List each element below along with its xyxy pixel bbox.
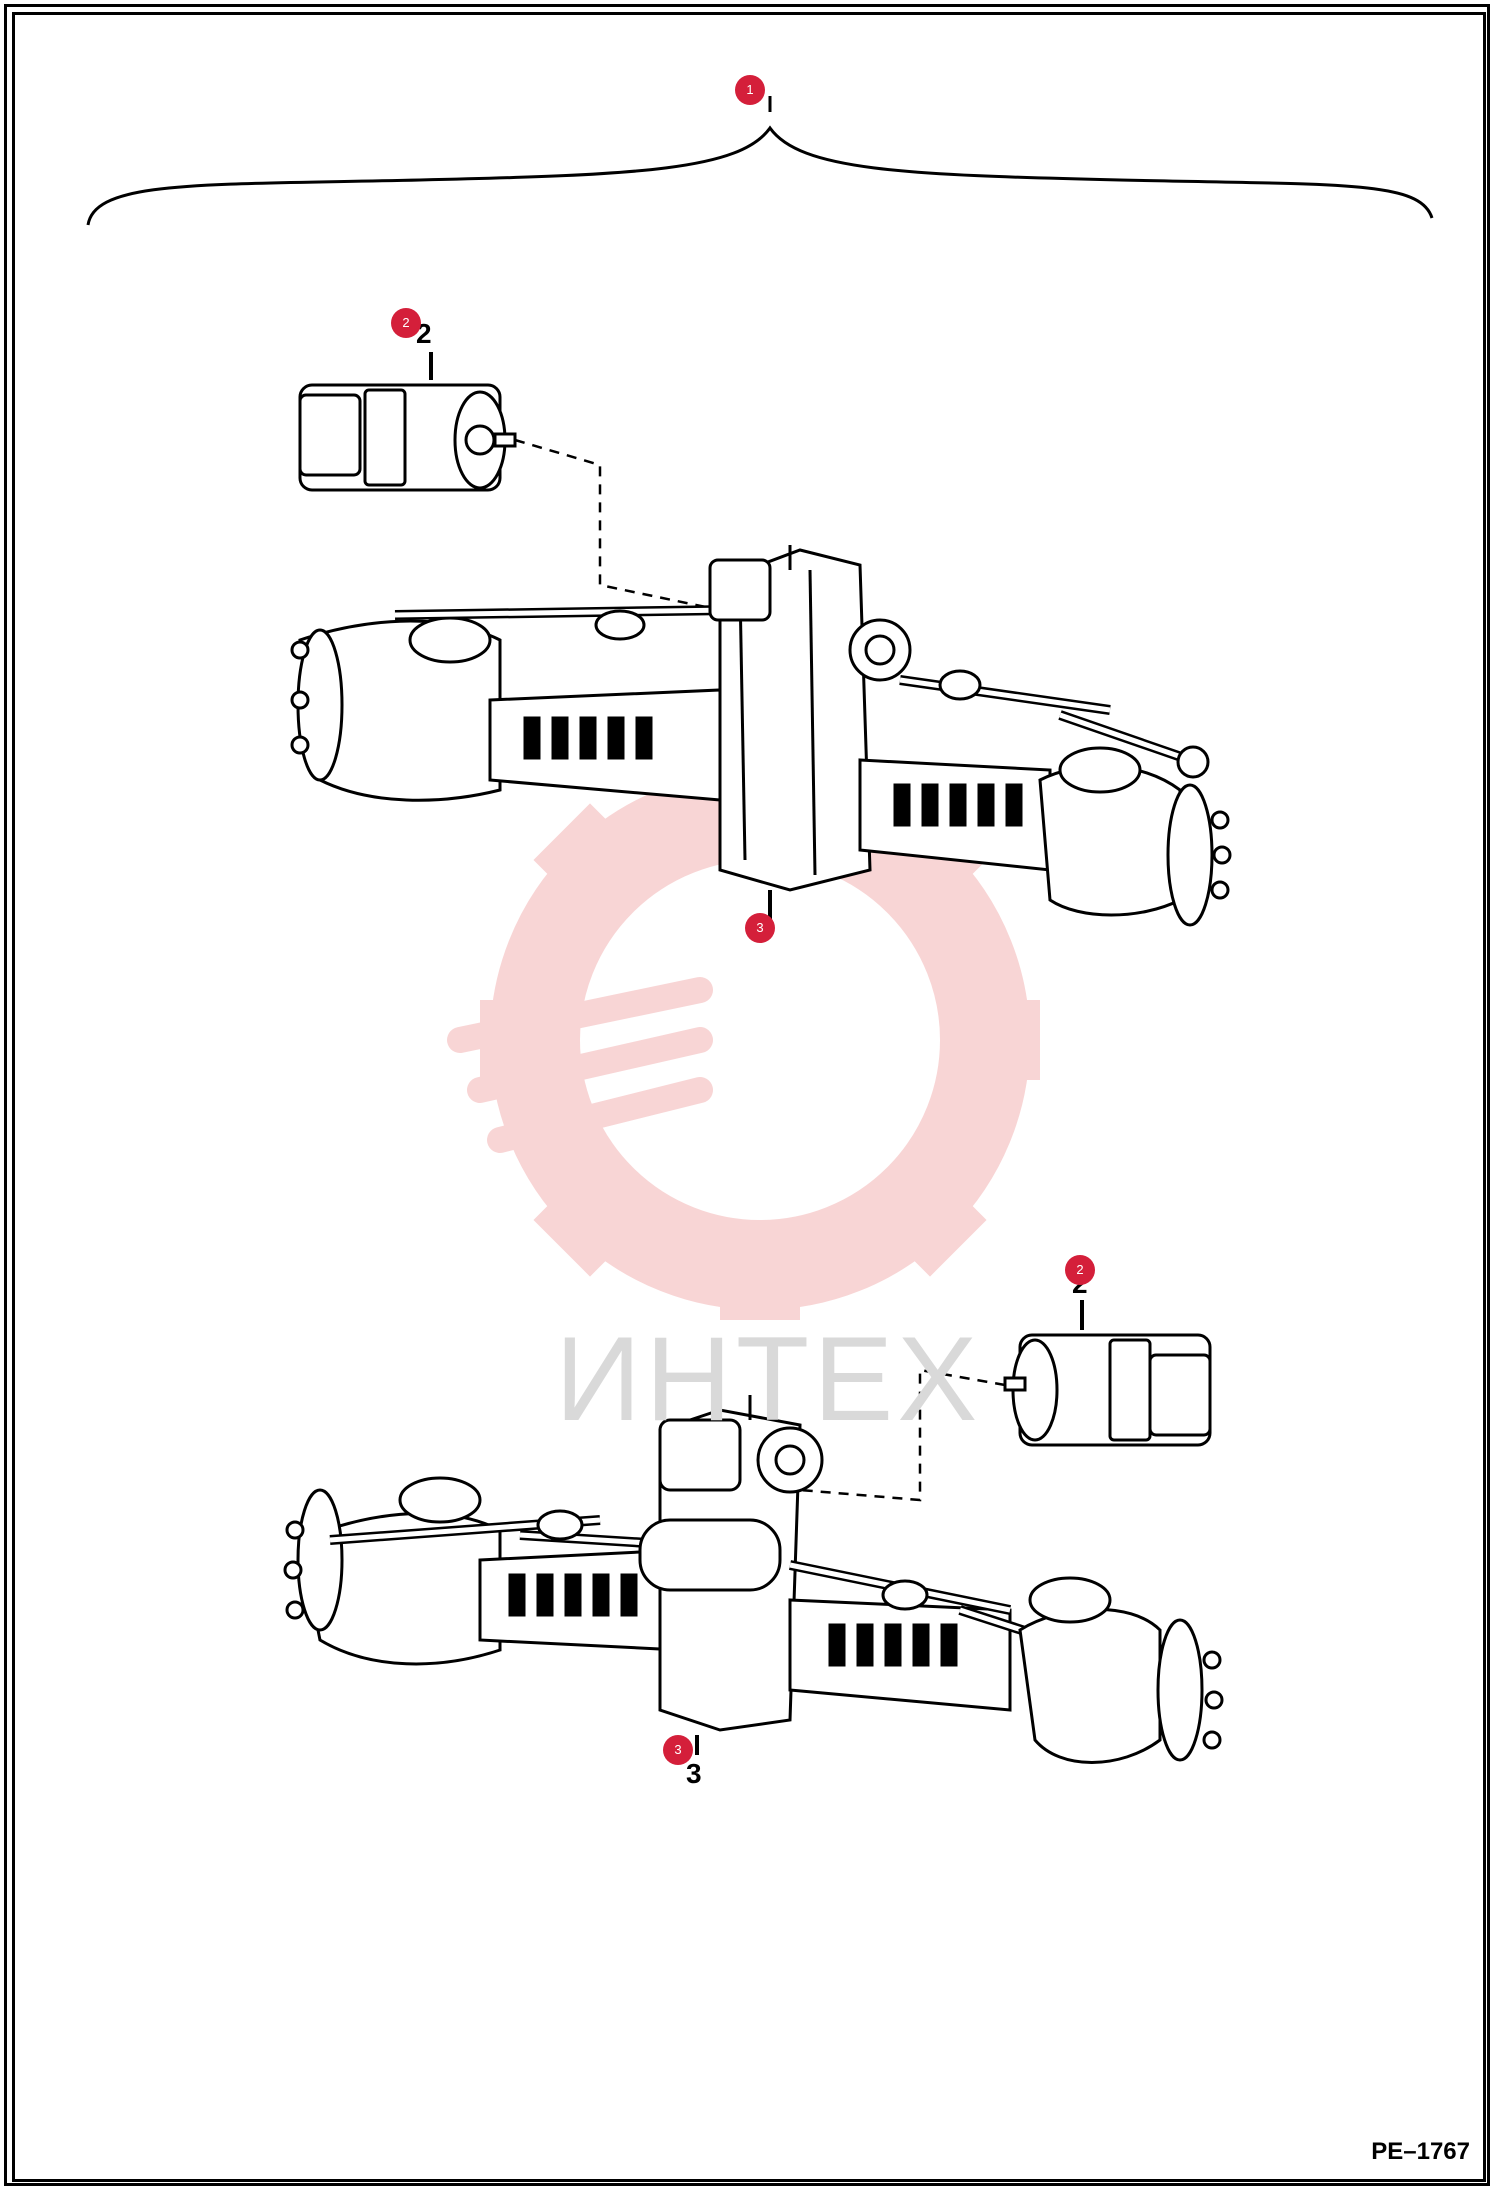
callout-2-bottom[interactable]: 2: [1065, 1255, 1095, 1285]
callout-2-top[interactable]: 2: [391, 308, 421, 338]
top-drive-motor: [298, 383, 517, 492]
outer-frame: [4, 4, 1490, 2186]
callout-1[interactable]: 1: [735, 75, 765, 105]
callout-3-bottom[interactable]: 3: [663, 1735, 693, 1765]
figure-code: PE–1767: [1371, 2138, 1470, 2165]
inner-frame: [12, 12, 1486, 2182]
callout-3-top[interactable]: 3: [745, 913, 775, 943]
watermark-text: ИНТЕХ: [555, 1312, 982, 1446]
bottom-drive-motor: [1003, 1333, 1212, 1447]
assembly-brace: [86, 125, 1434, 226]
top-axle-assembly: [290, 352, 1232, 927]
part-number-3-bottom: 3: [686, 1758, 702, 1789]
bottom-axle-assembly: [283, 1300, 1224, 1764]
